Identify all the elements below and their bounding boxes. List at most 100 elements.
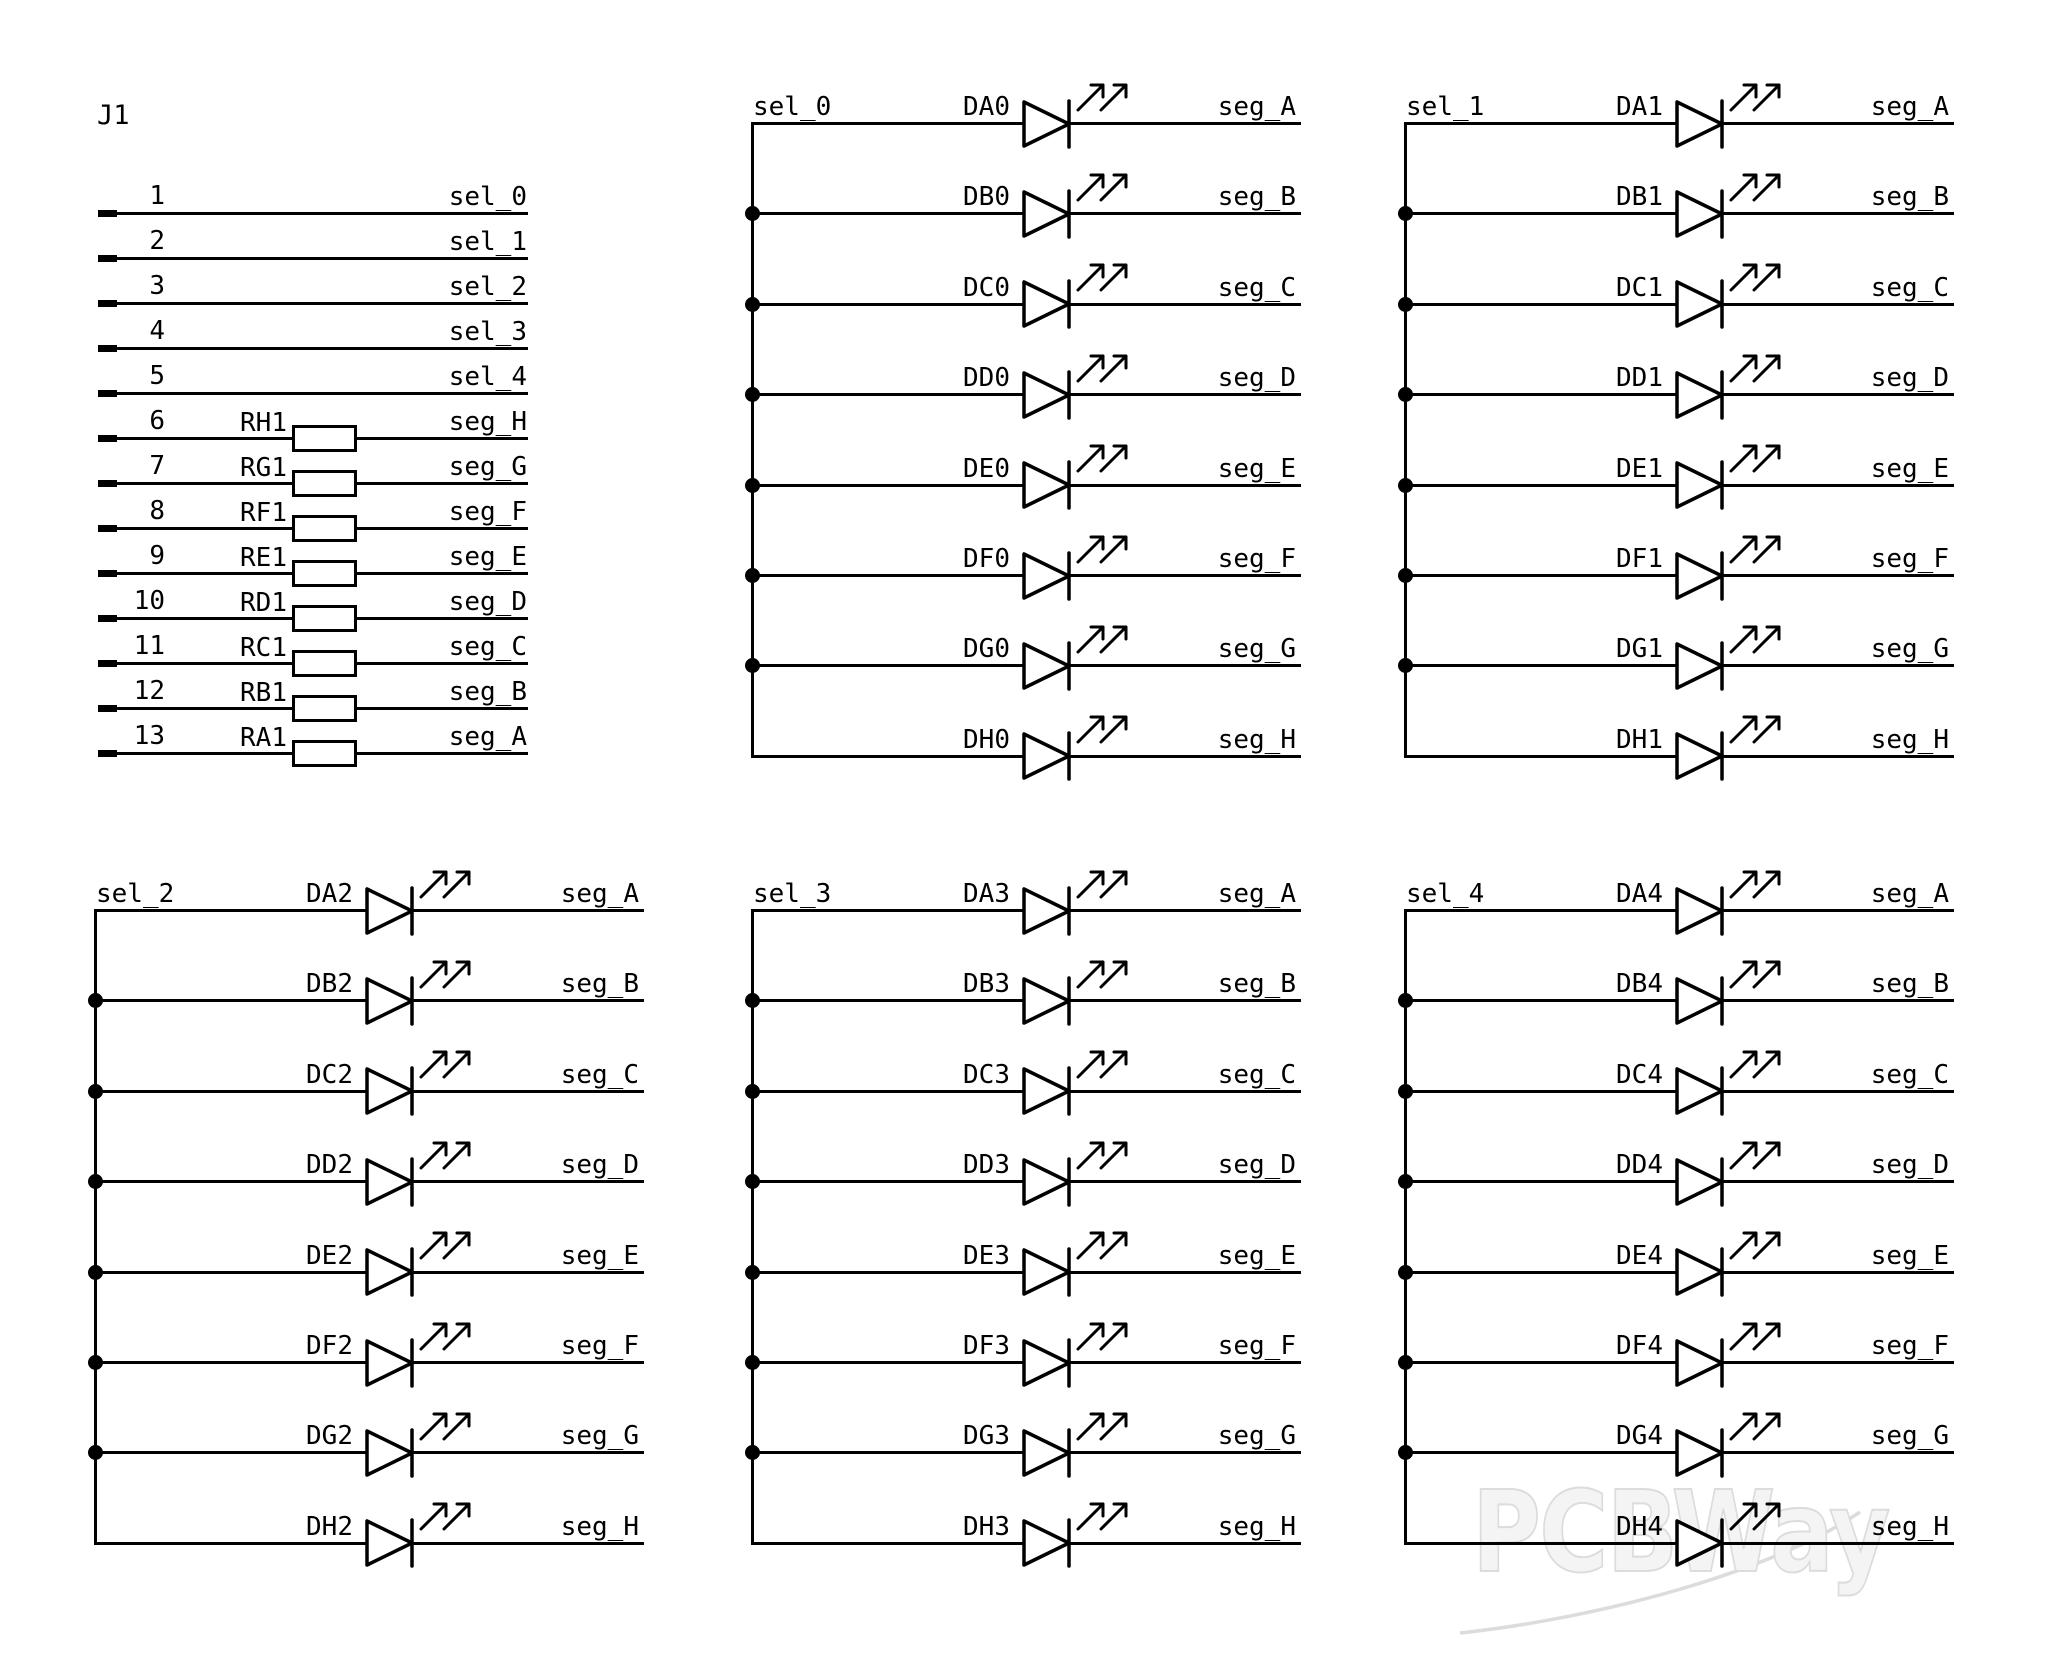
diode-ref: DF1 — [1616, 544, 1663, 574]
net-label: seg_A — [1217, 879, 1296, 909]
net-label: seg_F — [1217, 1331, 1296, 1361]
junction-dot — [745, 477, 760, 493]
junction-dot — [745, 296, 760, 312]
net-label: sel_3 — [448, 317, 527, 347]
net-label: seg_B — [1217, 182, 1296, 213]
led-diode-icon — [1675, 960, 1781, 1026]
diode-ref: DG0 — [963, 634, 1010, 665]
pin-number: 8 — [149, 496, 165, 526]
net-label: seg_F — [1870, 1331, 1949, 1361]
junction-dot — [88, 1174, 103, 1190]
diode-ref: DH4 — [1616, 1511, 1663, 1542]
net-label: seg_H — [560, 1511, 639, 1542]
net-label: seg_C — [448, 632, 527, 662]
led-diode-icon — [1022, 960, 1128, 1026]
junction-dot — [745, 993, 760, 1009]
junction-dot — [88, 1445, 103, 1461]
net-label: seg_A — [448, 722, 527, 752]
led-diode-icon — [1022, 715, 1128, 782]
net-label: sel_4 — [448, 362, 527, 392]
diode-ref: DA1 — [1616, 92, 1663, 122]
junction-dot — [745, 1264, 760, 1280]
diode-ref: DA3 — [963, 879, 1010, 909]
diode-ref: DC3 — [963, 1059, 1010, 1090]
led-diode-icon — [1675, 173, 1781, 239]
diode-ref: DH0 — [963, 724, 1010, 755]
pin-stub — [98, 615, 117, 622]
led-diode-icon — [1675, 1322, 1781, 1388]
pin-number: 5 — [149, 361, 165, 391]
net-label: seg_E — [560, 1240, 639, 1271]
net-label: seg_D — [1870, 363, 1949, 394]
diode-ref: DF4 — [1616, 1331, 1663, 1361]
net-label: seg_D — [1870, 1150, 1949, 1181]
led-diode-icon — [365, 960, 471, 1026]
sel-net-label: sel_0 — [753, 92, 832, 122]
diode-ref: DB3 — [963, 969, 1010, 1000]
junction-dot — [745, 1174, 760, 1190]
diode-ref: DB4 — [1616, 969, 1663, 1000]
net-label: seg_B — [560, 969, 639, 1000]
resistor-body — [292, 740, 357, 767]
pin-stub — [98, 705, 117, 712]
led-diode-icon — [1022, 1141, 1128, 1207]
resistor-ref: RA1 — [240, 723, 287, 753]
led-diode-icon — [1675, 870, 1781, 936]
net-label: seg_A — [560, 879, 639, 909]
diode-ref: DC4 — [1616, 1059, 1663, 1090]
diode-ref: DE1 — [1616, 453, 1663, 484]
net-label: seg_G — [1217, 634, 1296, 665]
pin-stub — [98, 570, 117, 577]
diode-ref: DH3 — [963, 1511, 1010, 1542]
diode-ref: DB0 — [963, 182, 1010, 213]
junction-dot — [1398, 1355, 1413, 1370]
resistor-ref: RG1 — [240, 453, 287, 483]
diode-ref: DB2 — [306, 969, 353, 1000]
junction-dot — [745, 1355, 760, 1370]
diode-ref: DC2 — [306, 1059, 353, 1090]
junction-dot — [745, 1083, 760, 1099]
pin-stub — [98, 660, 117, 667]
net-label: seg_E — [1870, 453, 1949, 484]
led-diode-icon — [1675, 1231, 1781, 1297]
net-label: seg_G — [1870, 634, 1949, 665]
pin-number: 7 — [149, 451, 165, 481]
led-diode-icon — [1675, 535, 1781, 601]
wire — [117, 257, 528, 260]
sel-net-label: sel_3 — [753, 879, 832, 909]
pin-number: 13 — [133, 721, 165, 751]
sel-net-label: sel_4 — [1406, 879, 1485, 909]
junction-dot — [88, 1355, 103, 1370]
junction-dot — [745, 206, 760, 222]
net-label: seg_G — [560, 1421, 639, 1452]
junction-dot — [1398, 568, 1413, 583]
diode-ref: DD2 — [306, 1150, 353, 1181]
led-diode-icon — [1022, 173, 1128, 239]
net-label: seg_E — [448, 542, 527, 572]
net-label: seg_H — [1217, 724, 1296, 755]
diode-ref: DG2 — [306, 1421, 353, 1452]
diode-ref: DE2 — [306, 1240, 353, 1271]
diode-ref: DD1 — [1616, 363, 1663, 394]
led-diode-icon — [1022, 444, 1128, 510]
resistor-body — [292, 650, 357, 677]
led-diode-icon — [1022, 263, 1128, 330]
led-diode-icon — [1022, 83, 1128, 149]
led-diode-icon — [1675, 715, 1781, 782]
wire — [117, 392, 528, 395]
pin-number: 3 — [149, 271, 165, 301]
resistor-body — [292, 470, 357, 497]
junction-dot — [1398, 658, 1413, 674]
led-diode-icon — [1022, 1050, 1128, 1117]
diode-ref: DE3 — [963, 1240, 1010, 1271]
bus-wire — [751, 123, 754, 758]
led-diode-icon — [1022, 354, 1128, 420]
diode-ref: DC0 — [963, 272, 1010, 303]
pin-stub — [98, 435, 117, 442]
resistor-ref: RD1 — [240, 588, 287, 618]
wire — [117, 212, 528, 215]
net-label: seg_F — [448, 497, 527, 527]
pin-number: 1 — [149, 181, 165, 211]
